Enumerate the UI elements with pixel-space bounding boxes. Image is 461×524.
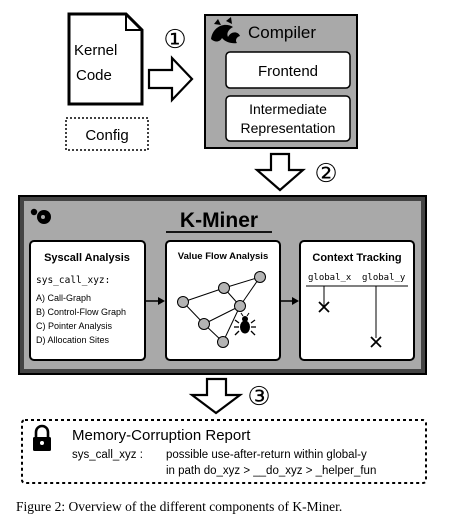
memory-corruption-report: Memory-Corruption Report sys_call_xyz : … bbox=[21, 419, 427, 484]
figure-caption: Figure 2: Overview of the different comp… bbox=[16, 499, 342, 514]
kernel-code-line2: Code bbox=[76, 67, 112, 84]
compiler-title: Compiler bbox=[248, 23, 316, 42]
step-one-marker: ① bbox=[163, 24, 186, 54]
compiler-panel: Compiler Frontend Intermediate Represent… bbox=[204, 14, 358, 149]
lock-icon bbox=[33, 424, 51, 451]
graph-node bbox=[218, 282, 230, 294]
kminer-logo-icon bbox=[30, 208, 51, 224]
syscall-item: C) Pointer Analysis bbox=[36, 321, 113, 331]
kernel-code-page-icon bbox=[67, 12, 144, 106]
graph-node bbox=[177, 296, 189, 308]
syscall-item: B) Control-Flow Graph bbox=[36, 307, 126, 317]
page-fold bbox=[125, 14, 142, 31]
step-two-marker: ② bbox=[314, 158, 337, 188]
kminer-panel: K-Miner Syscall Analysis sys_call_xyz: A… bbox=[18, 195, 427, 375]
graph-node bbox=[254, 271, 266, 283]
report-title: Memory-Corruption Report bbox=[72, 427, 251, 444]
cross-marker bbox=[318, 301, 330, 313]
context-column-global-x: global_x bbox=[308, 273, 352, 283]
step-three-marker: ③ bbox=[247, 381, 270, 411]
arrow-to-kminer bbox=[254, 152, 306, 192]
frontend-box bbox=[225, 51, 351, 89]
syscall-analysis-title: Syscall Analysis bbox=[44, 252, 130, 264]
syscall-item: A) Call-Graph bbox=[36, 293, 91, 303]
frontend-label: Frontend bbox=[258, 63, 318, 80]
context-column-global-y: global_y bbox=[362, 273, 406, 283]
context-tracking-title: Context Tracking bbox=[312, 252, 401, 264]
arrow-valueflow-to-context bbox=[281, 297, 299, 305]
ir-label-line2: Representation bbox=[241, 120, 336, 136]
bug-icon bbox=[234, 312, 256, 336]
ir-box bbox=[225, 95, 351, 142]
syscall-item: D) Allocation Sites bbox=[36, 335, 110, 345]
config-box: Config bbox=[65, 117, 149, 151]
config-label: Config bbox=[85, 127, 128, 144]
syscall-analysis-box: Syscall Analysis sys_call_xyz: A) Call-G… bbox=[29, 240, 146, 361]
graph-node bbox=[217, 336, 229, 348]
context-tracking-box: Context Tracking global_x global_y bbox=[299, 240, 415, 361]
arrow-to-compiler bbox=[147, 55, 194, 103]
graph-node bbox=[198, 318, 210, 330]
report-line-2: in path do_xyz > __do_xyz > _helper_fun bbox=[166, 465, 376, 477]
syscall-name: sys_call_xyz: bbox=[36, 275, 110, 286]
kminer-title: K-Miner bbox=[180, 209, 258, 232]
cross-marker bbox=[370, 336, 382, 348]
kernel-code-line1: Kernel bbox=[74, 42, 117, 59]
ir-label-line1: Intermediate bbox=[249, 101, 327, 117]
value-flow-title: Value Flow Analysis bbox=[178, 251, 268, 262]
arrow-syscall-to-valueflow bbox=[146, 297, 165, 305]
kernel-code-document: Kernel Code bbox=[67, 12, 144, 106]
report-line-1: possible use-after-return within global-… bbox=[166, 449, 367, 461]
arrow-to-report bbox=[188, 377, 244, 415]
graph-node bbox=[234, 300, 246, 312]
report-syscall-label: sys_call_xyz : bbox=[72, 449, 143, 461]
compiler-dragon-icon bbox=[211, 17, 240, 44]
value-flow-analysis-box: Value Flow Analysis bbox=[165, 240, 281, 361]
